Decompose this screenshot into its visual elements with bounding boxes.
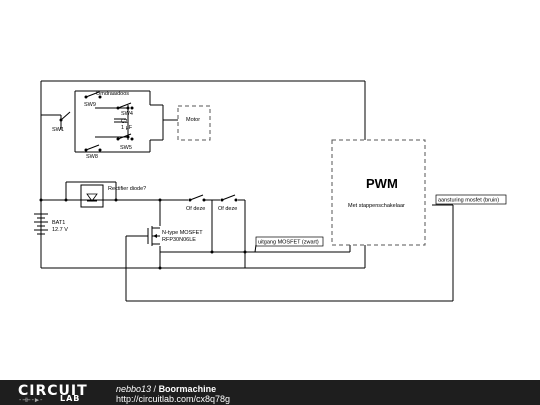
sw1-switch bbox=[59, 111, 71, 122]
mosfet-part-label: RFP30N06LE bbox=[162, 237, 196, 243]
uitgang-callout: uitgang MOSFET (zwart) bbox=[254, 236, 324, 253]
circuitlab-logo[interactable]: CIRCUIT -⊣⊢-▶- LAB bbox=[18, 383, 113, 404]
uitgang-label: uitgang MOSFET (zwart) bbox=[258, 240, 319, 246]
project-title-line: nebbo13 / Boormachine bbox=[116, 384, 216, 394]
sw8-label: SW8 bbox=[86, 154, 98, 160]
c1-label: C1 bbox=[121, 119, 128, 125]
junction-dots bbox=[39, 106, 247, 270]
project-name: Boormachine bbox=[158, 384, 217, 394]
author-link[interactable]: nebbo13 bbox=[116, 384, 152, 394]
sw1-label: SW1 bbox=[52, 127, 64, 133]
battery-name: BAT1 bbox=[52, 220, 65, 226]
mosfet-symbol bbox=[147, 226, 160, 246]
aansturing-label: aansturing mosfet (bruin) bbox=[438, 198, 499, 204]
sw5-label: SW5 bbox=[120, 145, 132, 151]
aansturing-callout: aansturing mosfet (bruin) bbox=[435, 194, 507, 205]
of-deze-label-1: Of deze bbox=[186, 206, 205, 212]
omdraaidoos-network bbox=[41, 90, 178, 153]
of-deze-switch-2 bbox=[220, 194, 238, 202]
title-separator: / bbox=[151, 384, 159, 394]
circuitlab-footer: CIRCUIT -⊣⊢-▶- LAB nebbo13 / Boormachine… bbox=[0, 380, 540, 405]
of-deze-switch-1 bbox=[188, 194, 206, 202]
pwm-title: PWM bbox=[366, 176, 398, 191]
sw9-switch bbox=[84, 91, 102, 99]
sw5-switch bbox=[116, 133, 134, 141]
sw8-switch bbox=[84, 144, 102, 152]
sw4-label: SW4 bbox=[121, 111, 133, 117]
motor-label: Motor bbox=[186, 117, 200, 123]
logo-top-text: CIRCUIT bbox=[18, 383, 88, 399]
rectifier-bridge bbox=[65, 181, 117, 208]
sw9-label: SW9 bbox=[84, 102, 96, 108]
c1-value: 1 µF bbox=[121, 125, 133, 131]
pwm-box bbox=[331, 139, 426, 246]
circuit-schematic: Omdraaidoos SW9 SW4 C1 1 µF SW1 SW5 SW8 … bbox=[34, 80, 507, 302]
of-deze-label-2: Of deze bbox=[218, 206, 237, 212]
motor-box bbox=[177, 105, 211, 141]
sw4-switch bbox=[116, 102, 134, 110]
project-url[interactable]: http://circuitlab.com/cx8q78g bbox=[116, 394, 231, 404]
battery-value: 12.7 V bbox=[52, 227, 68, 233]
rectifier-label: Rectifier diode? bbox=[108, 186, 146, 192]
c1-capacitor bbox=[114, 118, 126, 123]
logo-bottom-text: LAB bbox=[60, 394, 81, 403]
logo-resistor-icon: -⊣⊢-▶- bbox=[18, 396, 44, 404]
pwm-subtitle: Met stappenschakelaar bbox=[348, 203, 405, 209]
mosfet-type-label: N-type MOSFET bbox=[162, 230, 203, 236]
omdraaidoos-label: Omdraaidoos bbox=[96, 91, 129, 97]
battery-symbol bbox=[34, 213, 48, 235]
